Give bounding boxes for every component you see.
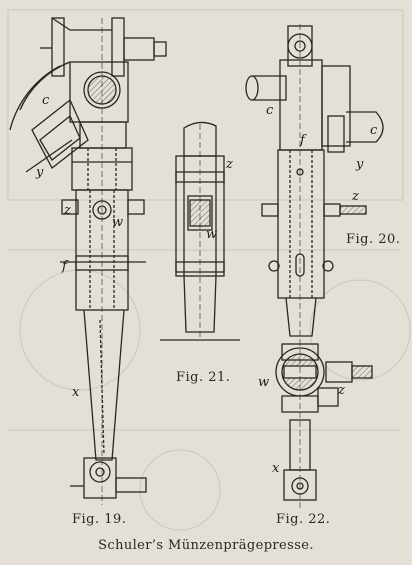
fig19-labels: c y z w f x <box>35 93 123 400</box>
plate-title: Schuler’s Münzenprägepresse. <box>98 538 314 553</box>
fig22-caption: Fig. 22. <box>276 512 331 527</box>
fig20-labels: c c f y z <box>266 103 378 204</box>
svg-text:w: w <box>258 375 269 390</box>
svg-text:c: c <box>266 103 274 118</box>
svg-text:x: x <box>72 385 80 400</box>
svg-text:z: z <box>351 189 359 204</box>
svg-text:c: c <box>370 123 378 138</box>
svg-text:z: z <box>225 157 233 172</box>
svg-text:z: z <box>337 383 345 398</box>
fig20-drawing <box>245 24 384 340</box>
svg-text:f: f <box>61 259 69 274</box>
fig21-caption: Fig. 21. <box>176 370 231 385</box>
svg-text:w: w <box>206 227 217 242</box>
svg-text:z: z <box>63 203 71 218</box>
fig22-labels: w z x <box>258 375 345 476</box>
fig20-caption: Fig. 20. <box>346 232 401 247</box>
svg-text:y: y <box>35 165 44 180</box>
svg-text:c: c <box>42 93 50 108</box>
svg-text:x: x <box>272 461 280 476</box>
svg-text:f: f <box>299 133 307 148</box>
fig19-drawing <box>9 17 167 505</box>
fig19-caption: Fig. 19. <box>72 512 127 527</box>
fig21-labels: z w <box>206 157 233 242</box>
fig22-drawing <box>275 340 373 508</box>
svg-text:y: y <box>355 157 364 172</box>
fig21-drawing <box>160 121 240 341</box>
svg-text:w: w <box>112 215 123 230</box>
